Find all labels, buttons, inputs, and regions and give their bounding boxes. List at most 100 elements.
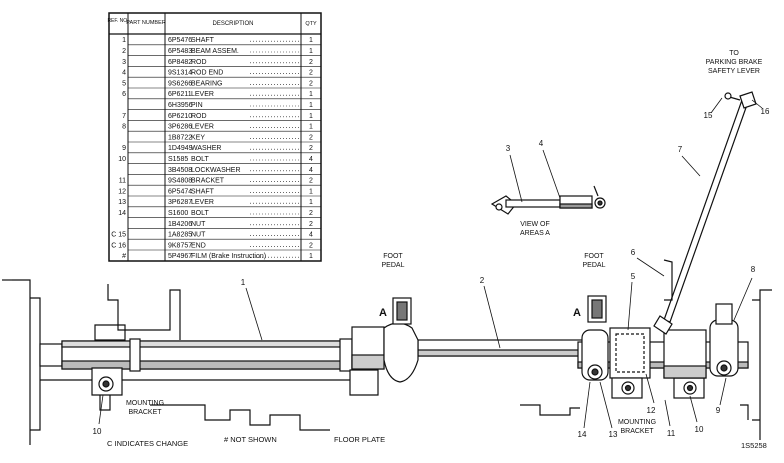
table-cell-description: LEVER (191, 91, 214, 98)
table-cell-qty: 2 (309, 242, 313, 249)
table-cell-ref: 2 (122, 48, 126, 55)
callout-4: 4 (539, 139, 544, 148)
table-cell-ref: 14 (118, 210, 126, 217)
table-cell-qty: 1 (309, 199, 313, 206)
table-cell-part-number: 6P5474 (168, 188, 192, 195)
table-cell-description: BOLT (191, 210, 209, 217)
label-mounting-bracket-left-line2: BRACKET (128, 409, 162, 416)
table-cell-qty: 2 (309, 80, 313, 87)
table-cell-ref: 8 (122, 124, 126, 131)
label-foot-pedal-right-line2: PEDAL (583, 262, 606, 269)
table-cell-part-number: 3B4508 (168, 167, 192, 174)
table-cell-description: LEVER (191, 124, 214, 131)
table-cell-description: NUT (191, 221, 206, 228)
table-cell-qty: 2 (309, 134, 313, 141)
table-cell-ref: 1 (122, 37, 126, 44)
table-cell-description: ROD END (191, 70, 223, 77)
table-cell-description: WASHER (191, 145, 221, 152)
table-cell-qty: 1 (309, 188, 313, 195)
table-cell-ref: 12 (118, 188, 126, 195)
label-mounting-bracket-left-line1: MOUNTING (126, 400, 164, 407)
table-cell-part-number: S1600 (168, 210, 188, 217)
callout-6: 6 (631, 248, 636, 257)
shaft-assembly-right (577, 295, 749, 399)
callout-15: 15 (704, 111, 713, 120)
table-cell-description: PIN (191, 102, 203, 109)
table-cell-part-number: 6P5483 (168, 48, 192, 55)
table-header-part: PART NUMBER (126, 20, 165, 26)
table-cell-description: SHAFT (191, 188, 215, 195)
callout-10-left: 10 (93, 427, 102, 436)
table-cell-part-number: 6P5476 (168, 37, 192, 44)
table-cell-description: SHAFT (191, 37, 215, 44)
table-cell-ref: 11 (119, 178, 126, 185)
table-cell-ref: 5 (122, 80, 126, 87)
table-cell-description: LEVER (191, 199, 214, 206)
callout-16: 16 (761, 107, 770, 116)
table-cell-qty: 2 (309, 59, 313, 66)
label-floor-plate: FLOOR PLATE (334, 435, 385, 444)
label-view-of-line2: AREAS A (520, 230, 550, 237)
table-cell-description: BOLT (191, 156, 209, 163)
table-cell-description: FILM (Brake Instruction) (191, 253, 266, 260)
table-cell-qty: 2 (309, 221, 313, 228)
table-cell-description: BEARING (191, 80, 223, 87)
table-header-ref: REF. NO. (107, 18, 128, 24)
table-cell-qty: 1 (309, 48, 313, 55)
table-cell-part-number: S1585 (168, 156, 188, 163)
table-cell-description: LOCKWASHER (191, 167, 241, 174)
table-cell-description: BEAM ASSEM. (191, 48, 239, 55)
callout-1: 1 (241, 278, 246, 287)
table-cell-description: END (191, 242, 206, 249)
table-cell-qty: 2 (309, 178, 313, 185)
table-cell-qty: 4 (309, 167, 313, 174)
table-cell-qty: 1 (309, 253, 313, 260)
table-cell-ref: 10 (118, 156, 126, 163)
table-cell-part-number: 1D4949 (168, 145, 193, 152)
table-cell-ref: C 16 (111, 242, 126, 249)
table-cell-part-number: 1B8722 (168, 134, 192, 141)
label-mounting-bracket-right-line2: BRACKET (620, 428, 654, 435)
table-cell-ref: 6 (122, 91, 126, 98)
label-foot-pedal-left-line1: FOOT (383, 253, 403, 260)
label-view-of-line1: VIEW OF (520, 221, 550, 228)
table-header-description: DESCRIPTION (212, 21, 253, 27)
beam-assembly (383, 297, 587, 383)
table-cell-ref: 9 (122, 145, 126, 152)
table-cell-part-number: 3P6286 (168, 124, 192, 131)
table-cell-part-number: 3P6287 (168, 199, 192, 206)
callout-numbers: 1 2 3 4 5 6 7 8 9 10 10 11 12 13 14 15 1… (93, 107, 770, 439)
callout-14: 14 (578, 430, 587, 439)
table-cell-description: BRACKET (191, 178, 225, 185)
table-cell-qty: 1 (309, 102, 313, 109)
table-cell-part-number: 6H3956 (168, 102, 193, 109)
table-cell-ref: 4 (122, 70, 126, 77)
table-cell-part-number: 1B4206 (168, 221, 192, 228)
label-not-shown: # NOT SHOWN (224, 435, 277, 444)
table-cell-qty: 1 (309, 113, 313, 120)
label-section-a-right: A (573, 307, 581, 319)
table-cell-qty: 1 (309, 91, 313, 98)
callout-12: 12 (647, 406, 656, 415)
table-cell-part-number: 5P4967 (168, 253, 192, 260)
table-cell-qty: 2 (309, 145, 313, 152)
table-cell-qty: 4 (309, 232, 313, 239)
label-mounting-bracket-right-line1: MOUNTING (618, 419, 656, 426)
table-cell-qty: 1 (309, 124, 313, 131)
table-cell-part-number: 6P6211 (168, 91, 192, 98)
table-cell-ref: 13 (118, 199, 126, 206)
table-cell-qty: 2 (309, 210, 313, 217)
callout-10-right: 10 (695, 425, 704, 434)
callout-5: 5 (631, 272, 636, 281)
label-section-a-left: A (379, 307, 387, 319)
table-cell-qty: 4 (309, 156, 313, 163)
label-c-indicates-change: C INDICATES CHANGE (107, 439, 188, 448)
table-cell-part-number: 9S6266 (168, 80, 192, 87)
table-cell-ref: C 15 (111, 232, 126, 239)
callout-9: 9 (716, 406, 721, 415)
table-cell-part-number: 6P8482 (168, 59, 192, 66)
table-cell-part-number: 6P6210 (168, 113, 192, 120)
callout-3: 3 (506, 144, 511, 153)
callout-11: 11 (667, 429, 676, 438)
